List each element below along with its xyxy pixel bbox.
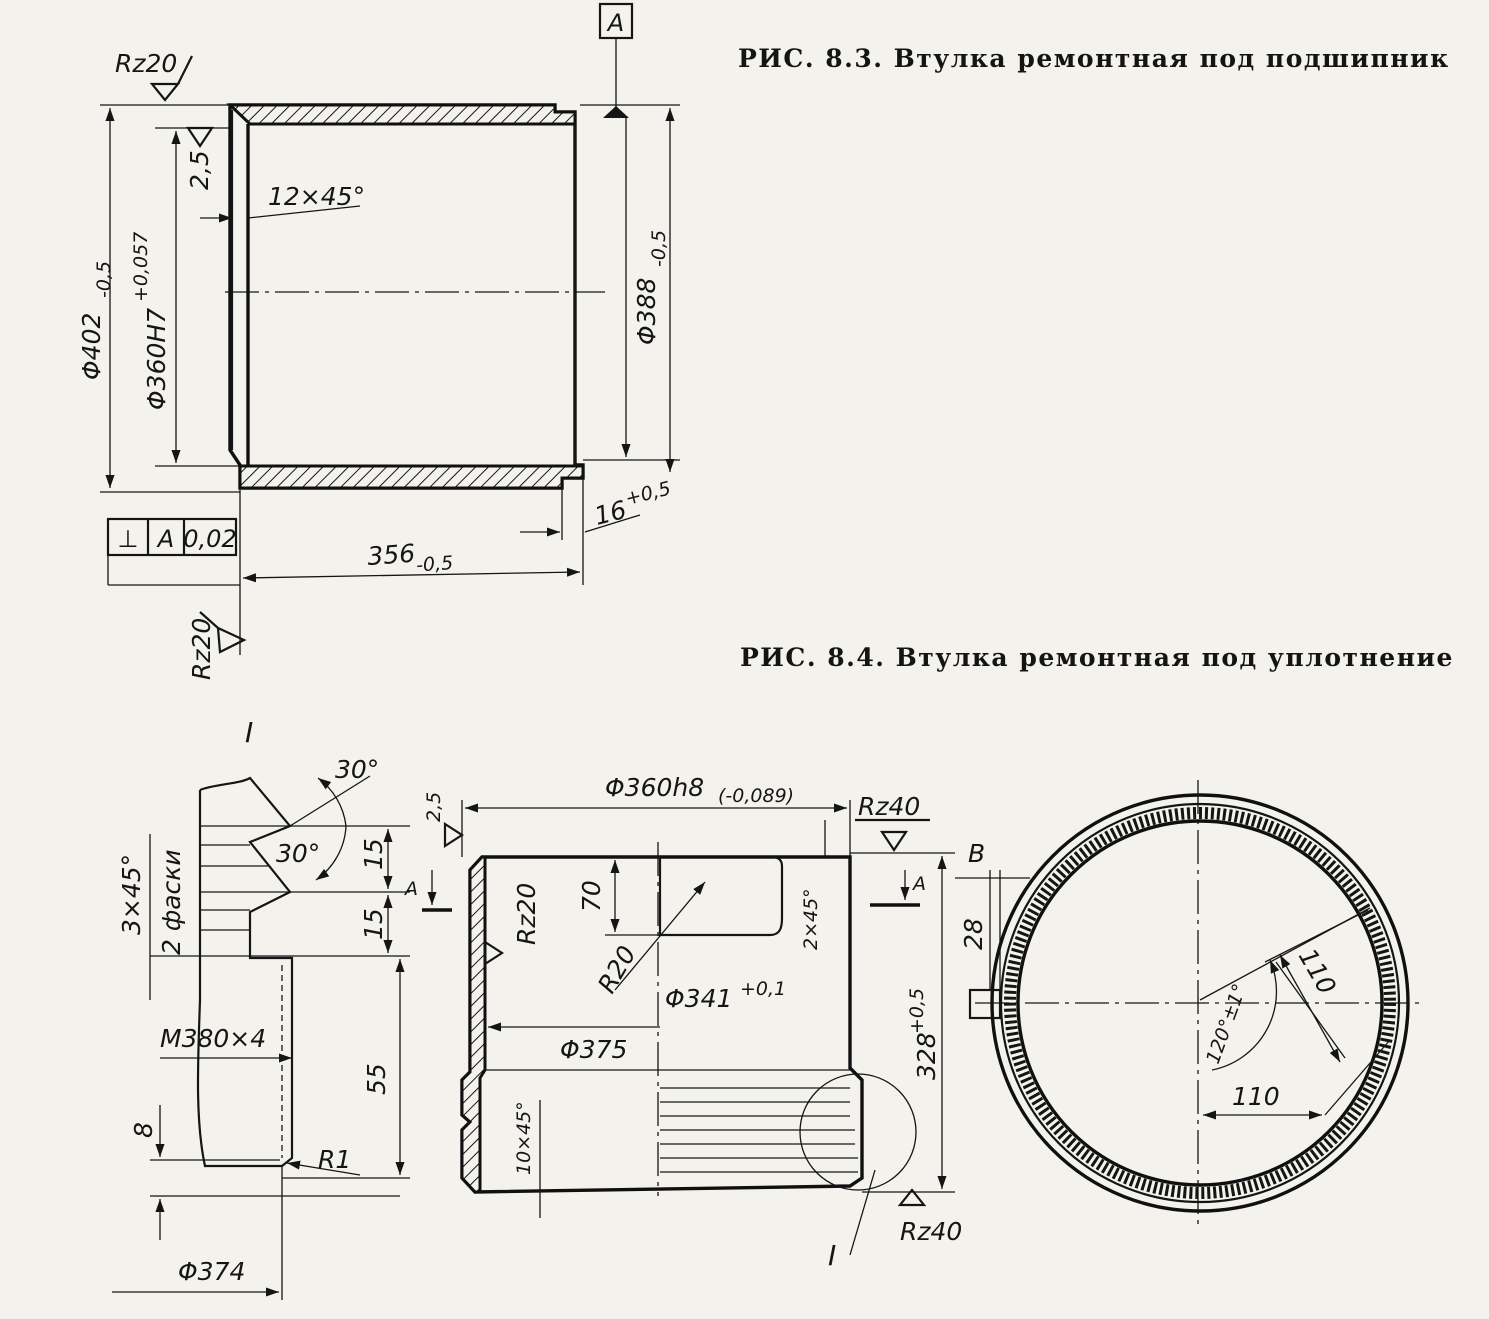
bushing-8-3-top-wall: [226, 103, 577, 126]
figure-8-3-drawing: A Rz20 2,5 12×45° Φ402 -0,5: [77, 2, 680, 680]
dim-16-leader: [584, 514, 641, 533]
angle-120-arc: [1211, 959, 1280, 1071]
section-a-left: A: [403, 878, 418, 900]
bushing-8-3-bottom-wall: [238, 464, 585, 490]
dia-375: Φ375: [560, 1035, 627, 1064]
dim-328-text: 328 +0,5: [906, 988, 941, 1080]
angle-30-ext: [289, 775, 371, 827]
roughness-symbol-top: [149, 55, 193, 102]
svg-text:328: 328: [912, 1032, 941, 1080]
dim-356-text: 356 -0,5: [366, 539, 454, 577]
svg-text:+0,057: +0,057: [130, 232, 152, 302]
svg-text:-0,5: -0,5: [415, 552, 454, 577]
figure-8-4-caption: РИС. 8.4. Втулка ремонтная под уплотнени…: [740, 643, 1454, 672]
roughness-rz20: Rz20: [512, 883, 541, 945]
roughness-rz40-bottom: Rz40: [900, 1217, 962, 1246]
detail-i-leader: [849, 1169, 876, 1256]
figure-8-3-caption: РИС. 8.3. Втулка ремонтная под подшипник: [738, 44, 1450, 73]
dia-374: Φ374: [178, 1257, 245, 1286]
svg-text:Φ388: Φ388: [632, 278, 661, 345]
svg-text:-0,5: -0,5: [648, 230, 670, 267]
detail-i-profile: [196, 776, 294, 1168]
end-view-pin: [968, 988, 1002, 1020]
roughness-rz40-top: Rz40: [858, 792, 920, 821]
radius-r20: R20: [592, 941, 642, 998]
chamfer-3x45: 3×45°: [117, 854, 146, 935]
bushing-8-3-outline: [228, 103, 585, 490]
figure-8-4-end-view: B 28 110 120°±1° 110: [955, 780, 1425, 1230]
roughness-symbol-bottom: [199, 611, 247, 654]
angle-30-outer: 30°: [335, 755, 379, 784]
dim-402-text: Φ402 -0,5: [77, 261, 115, 380]
roughness-inner-value: 2,5: [185, 150, 214, 190]
perpendicularity-datum: A: [156, 525, 174, 553]
angle-30-inner: 30°: [276, 839, 320, 868]
chamfer-label-8-3: 12×45°: [268, 182, 365, 211]
dim-110-radial-line: [1279, 954, 1341, 1063]
svg-text:356: 356: [366, 539, 416, 571]
dim-15-a: 15: [359, 838, 388, 870]
svg-text:Φ402: Φ402: [77, 313, 106, 380]
perpendicularity-symbol: ⊥: [118, 525, 139, 553]
radius-r20-leader: [614, 881, 706, 991]
dim-388-text: Φ388 -0,5: [632, 230, 670, 345]
svg-text:-0,5: -0,5: [93, 261, 115, 298]
dim-8: 8: [129, 1122, 158, 1138]
chamfer-2x45: 2×45°: [800, 888, 822, 950]
dim-110-horizontal-ext: [1324, 1039, 1391, 1116]
roughness-rz20-symbol: [483, 939, 505, 967]
thread-m380: M380×4: [160, 1024, 266, 1053]
dia-341: Φ341: [665, 984, 732, 1013]
datum-a-triangle: [603, 106, 629, 118]
roughness-25: 2,5: [423, 792, 445, 822]
svg-text:Φ360H7: Φ360H7: [142, 308, 171, 410]
roughness-rz40-bottom-symbol: [897, 1188, 927, 1207]
dim-28: 28: [959, 918, 988, 950]
angle-30-arc-outer: [317, 777, 347, 827]
dia-360h8-tol: (-0,089): [718, 785, 794, 807]
section-b: B: [968, 839, 985, 868]
bushing-8-4-left-wall: [460, 855, 487, 1194]
slot-70: [658, 855, 784, 937]
dim-70: 70: [577, 880, 606, 912]
dia-341-tol: +0,1: [740, 978, 786, 1000]
roughness-rz20-bottom: Rz20: [187, 618, 216, 680]
dia-360h8: Φ360h8: [605, 773, 704, 802]
dim-15-b: 15: [359, 908, 388, 940]
radius-r1-leader: [286, 1160, 361, 1176]
detail-i-bottom-label: I: [828, 1239, 836, 1272]
svg-text:+0,5: +0,5: [623, 477, 673, 510]
thread-lines: [660, 1087, 858, 1173]
figure-8-4-detail-i: I 30° 30° 15 15 55: [112, 716, 410, 1300]
angle-30-arc-inner: [315, 825, 347, 881]
chamfer-leader: [247, 205, 361, 219]
angle-120: 120°±1°: [1202, 981, 1251, 1067]
chamfer-2-faski: 2 фаски: [157, 849, 186, 955]
dim-16-text: 16 +0,5: [591, 477, 673, 531]
section-a-right: A: [911, 873, 926, 895]
detail-i-circle: [799, 1073, 917, 1191]
dim-360h7-text: Φ360H7 +0,057: [130, 232, 171, 410]
figure-8-4-section: I Φ360h8 (-0,089) 2,5 A Rz40 A Rz20: [403, 773, 962, 1272]
dim-line-356: [242, 567, 581, 583]
radius-r1: R1: [318, 1145, 351, 1174]
svg-text:+0,5: +0,5: [906, 988, 928, 1034]
svg-text:16: 16: [591, 495, 629, 531]
datum-a-label: A: [606, 9, 624, 37]
roughness-rz40-top-symbol: [855, 818, 930, 852]
chamfer-10x45: 10×45°: [513, 1101, 535, 1175]
roughness-symbol-inner: [185, 126, 215, 148]
dim-110-horizontal: 110: [1232, 1082, 1280, 1111]
dim-55: 55: [362, 1063, 391, 1095]
detail-i-label: I: [245, 716, 253, 749]
perpendicularity-frame: ⊥ A 0,02: [106, 517, 238, 557]
roughness-25-symbol: [443, 821, 465, 849]
radius-leader-upper: [1199, 907, 1371, 1001]
perpendicularity-value: 0,02: [183, 525, 236, 553]
roughness-rz20-top: Rz20: [115, 49, 177, 78]
